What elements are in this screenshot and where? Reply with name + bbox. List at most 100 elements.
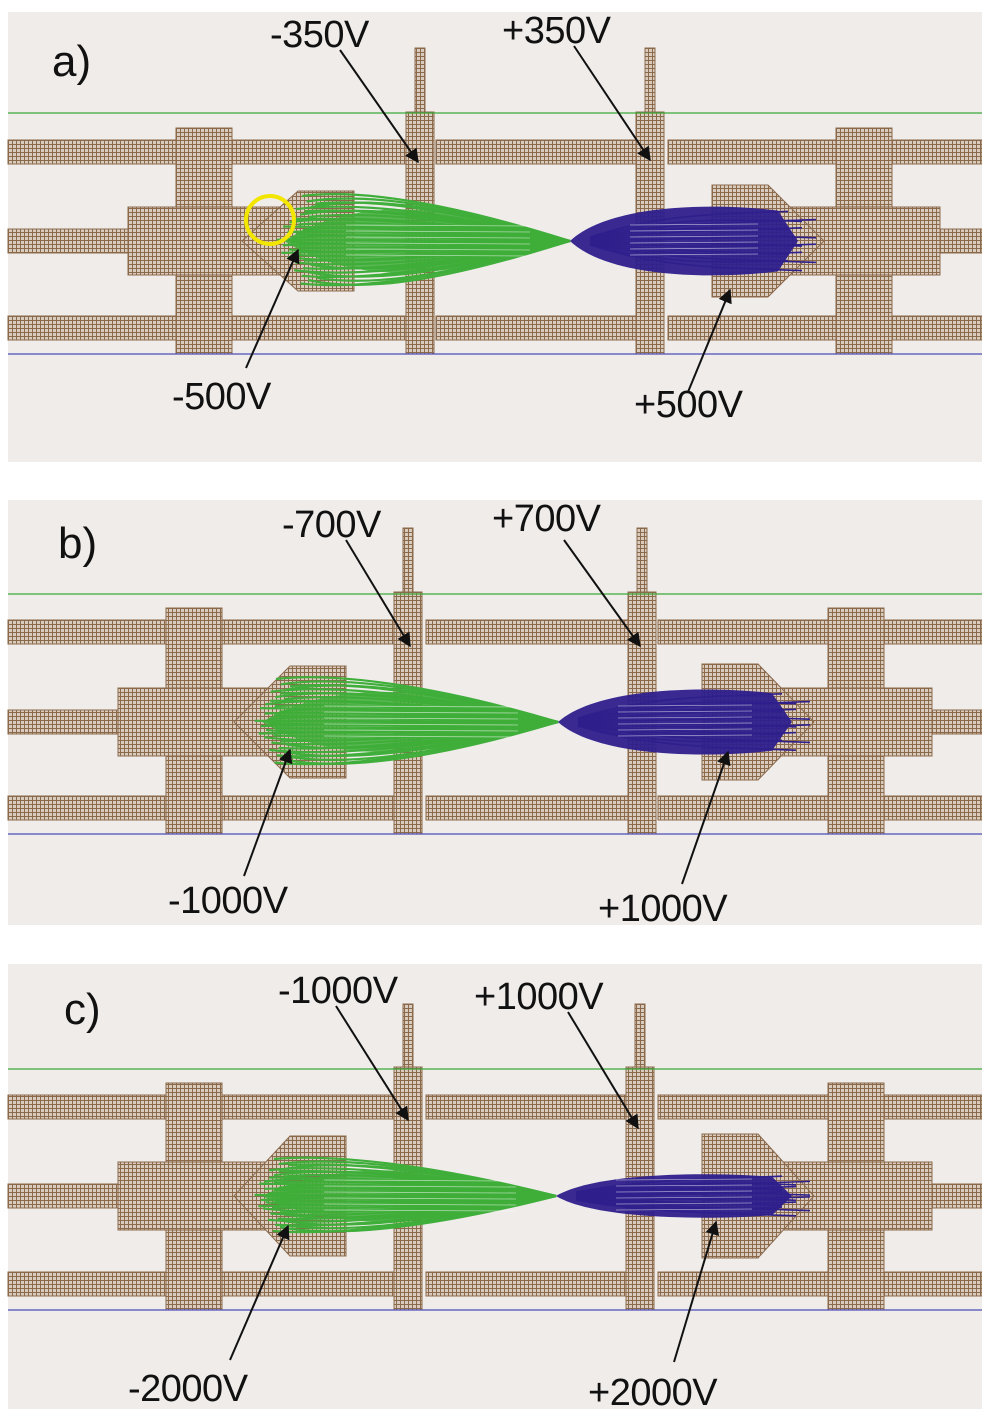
electrode-plate-top (425, 619, 629, 645)
label-left-outer-voltage: -500V (172, 376, 271, 418)
annotation-arrow (245, 248, 300, 369)
electrode-plate-bottom (425, 795, 629, 821)
panel-label: c) (64, 985, 101, 1034)
annotation-arrows (245, 45, 732, 393)
highlight-circle-marker (244, 194, 296, 246)
electrode-plate-top (435, 139, 639, 165)
trajectory-highlight (617, 728, 753, 731)
trajectory-positive (589, 242, 817, 264)
panel-a: a) -350V +350V -500V +500V (7, 10, 982, 462)
trajectory-highlight (615, 1184, 753, 1187)
label-right-outer-voltage: +2000V (588, 1372, 718, 1414)
trajectory-highlight (629, 229, 759, 232)
trajectory-highlight (617, 716, 753, 719)
trajectory-positive (577, 723, 797, 736)
trajectory-positive (575, 1182, 797, 1194)
annotation-arrows (243, 539, 731, 885)
trajectory-positive (589, 226, 803, 241)
trajectories-negative (254, 676, 559, 766)
trajectory-highlight (629, 235, 759, 238)
annotation-arrow (567, 1011, 639, 1130)
trajectory-highlight (323, 1209, 517, 1212)
trajectory-positive (589, 242, 803, 255)
trajectories-negative (254, 1156, 557, 1234)
annotation-arrow (687, 288, 732, 393)
trajectory-highlight (617, 710, 753, 713)
electrode-plate-top (425, 1094, 629, 1120)
trajectory-positive (589, 244, 803, 272)
trajectory-negative (281, 720, 559, 765)
trajectories-negative (276, 193, 571, 287)
label-right-inner-voltage: +700V (492, 498, 601, 540)
trajectory-positive (589, 243, 789, 263)
electrode-plate-top (657, 619, 982, 645)
trajectory-positive (577, 725, 797, 751)
simulation-geometry (7, 45, 982, 393)
trajectory-highlight (323, 1197, 517, 1200)
trajectory-highlight (629, 241, 759, 244)
trajectory-highlight (323, 1185, 517, 1188)
trajectory-highlight (323, 717, 519, 720)
trajectory-positive (577, 723, 811, 744)
trajectory-positive (577, 722, 811, 728)
label-right-inner-voltage: +350V (502, 10, 611, 52)
trajectory-highlight (615, 1190, 753, 1193)
trajectory-highlight (323, 711, 519, 714)
simulation-geometry (7, 527, 982, 885)
trajectory-positive (575, 1198, 783, 1210)
label-right-outer-voltage: +1000V (598, 888, 728, 930)
trajectory-positive (577, 708, 797, 722)
trajectory-highlight (629, 247, 759, 250)
electrode-plate-bottom (657, 1271, 982, 1297)
ion-trajectories (276, 193, 817, 287)
electrode-plate-bottom (667, 315, 982, 341)
trajectory-positive (589, 235, 817, 241)
trajectory-highlight (629, 223, 759, 226)
trajectory-positive (575, 1175, 783, 1193)
annotation-arrow (573, 45, 651, 162)
trajectory-highlight (323, 1179, 517, 1182)
annotation-arrow (339, 49, 419, 164)
positive-ion-bundle (558, 689, 792, 755)
label-right-outer-voltage: +500V (634, 384, 743, 426)
label-left-inner-voltage: -350V (270, 14, 369, 56)
trajectory-positive (575, 1196, 811, 1200)
annotation-arrow (335, 1005, 409, 1122)
panel-c: c) -1000V +1000V -2000V +2000V (7, 964, 982, 1414)
annotation-arrows (229, 1005, 720, 1363)
trajectory-positive (575, 1199, 797, 1217)
trajectory-positive (575, 1187, 783, 1195)
trajectory-positive (577, 693, 783, 719)
trajectory-highlight (345, 242, 531, 245)
electrode-plate-bottom (425, 1271, 629, 1297)
electrode-plate-top (667, 139, 982, 165)
trajectory-highlight (345, 254, 531, 257)
simulation-geometry (7, 1003, 982, 1363)
trajectory-positive (589, 241, 817, 247)
panel-b: b) -700V +700V -1000V +1000V (7, 498, 982, 930)
label-left-inner-voltage: -1000V (278, 970, 398, 1012)
annotation-arrow (563, 539, 641, 648)
trajectory-negative (279, 1194, 557, 1233)
annotation-arrow (243, 748, 293, 877)
trajectory-highlight (323, 723, 519, 726)
label-left-inner-voltage: -700V (282, 504, 381, 546)
trajectory-highlight (345, 230, 531, 233)
ion-trajectories (254, 676, 811, 766)
electrode-plate-bottom (435, 315, 639, 341)
ion-trajectories (254, 1156, 811, 1234)
trajectory-positive (575, 1196, 783, 1207)
trajectory-negative (307, 239, 571, 287)
panel-label: b) (58, 519, 98, 568)
label-left-outer-voltage: -2000V (128, 1368, 248, 1410)
trajectory-highlight (629, 253, 759, 256)
trajectory-highlight (323, 1203, 517, 1206)
trajectory-highlight (345, 224, 531, 227)
trajectory-highlight (617, 734, 753, 737)
trajectory-positive (577, 724, 783, 743)
trajectories-positive (556, 1174, 811, 1218)
electrode-structure (7, 1003, 982, 1311)
trajectory-highlight (345, 236, 531, 239)
trajectory-highlight (615, 1202, 753, 1205)
panel-label: a) (52, 37, 92, 86)
